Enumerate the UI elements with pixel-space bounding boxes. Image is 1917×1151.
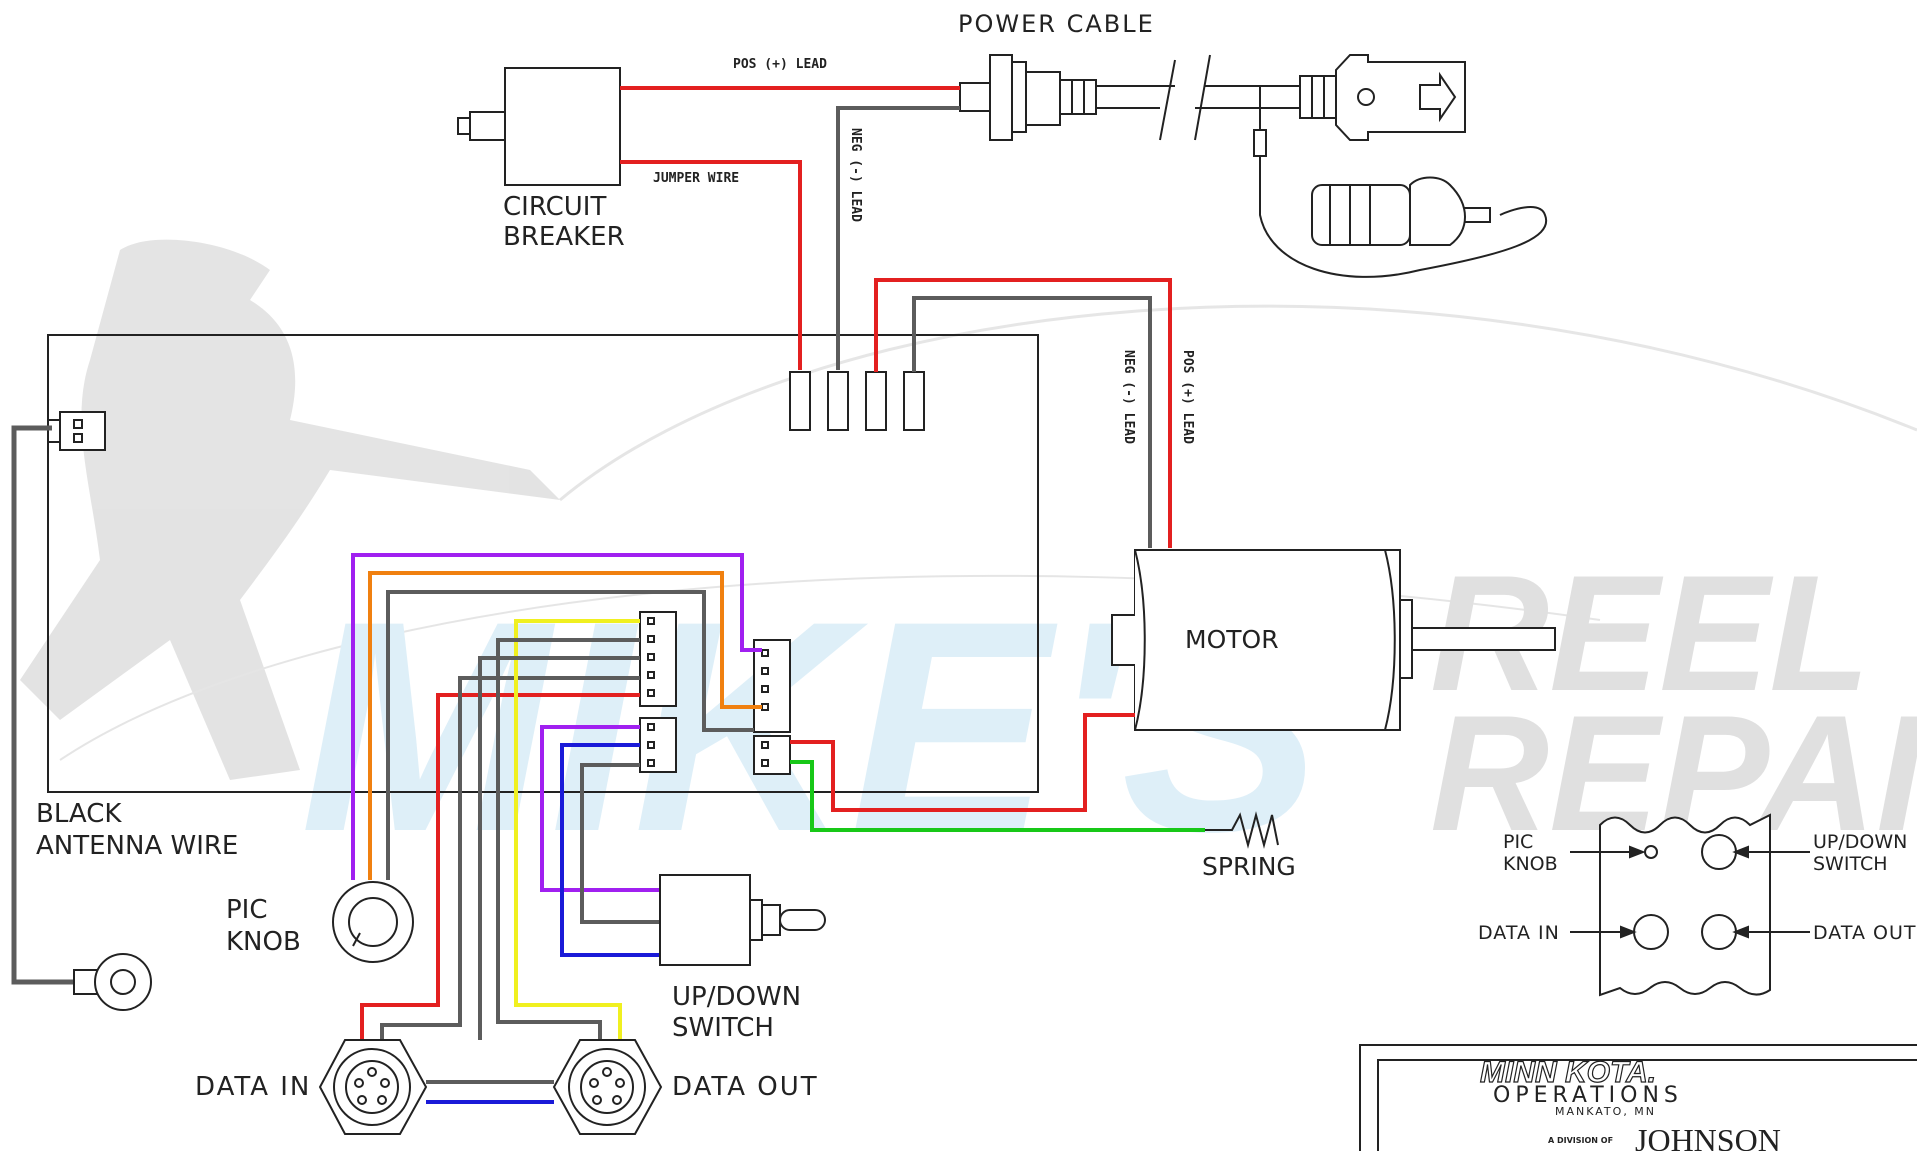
control-panel-plate: [1599, 813, 1771, 997]
data-out-wire-yellow: [514, 619, 640, 1040]
title-block: [1359, 1044, 1917, 1151]
data-out-label: DATA OUT: [672, 1072, 819, 1102]
up-down-switch-label-2: SWITCH: [672, 1013, 774, 1043]
switch-wire-gray: [580, 763, 660, 924]
pic-knob-wire-gray: [386, 590, 754, 880]
panel-pic-knob-hole: [1644, 845, 1658, 859]
panel-pic-knob-label-1: PIC: [1503, 831, 1533, 853]
switch-wire-purple: [540, 725, 660, 892]
motor-pos-label: POS (+) LEAD: [1180, 350, 1195, 444]
neg-lead-label: NEG (-) LEAD: [848, 128, 863, 222]
power-cable-label: POWER CABLE: [958, 10, 1155, 38]
up-down-switch-label-1: UP/DOWN: [672, 982, 801, 1012]
antenna-connector: [47, 411, 106, 451]
up-down-switch: [659, 874, 826, 966]
title-brand: MINN KOTA.: [1480, 1056, 1656, 1089]
spring: [1205, 811, 1279, 849]
motor-neg-wire: [912, 296, 1152, 548]
pic-knob-label-1: PIC: [226, 895, 268, 925]
ring-terminal: [73, 953, 152, 1011]
neg-lead-wire: [836, 106, 960, 370]
panel-data-in-hole: [1633, 914, 1669, 950]
fishing-line-arc: [559, 304, 1917, 502]
data-out-wire-gray-1: [496, 638, 640, 1040]
panel-up-down-hole: [1701, 834, 1737, 870]
data-in-wire-red: [360, 693, 640, 1040]
data-in-label: DATA IN: [195, 1072, 311, 1102]
panel-data-out-hole: [1701, 914, 1737, 950]
angler-silhouette: [20, 239, 560, 780]
connector-j3: [753, 639, 791, 733]
data-in-wire-gray: [380, 676, 640, 1040]
data-out-connector: [552, 1039, 663, 1135]
motor-pos-wire: [874, 278, 1172, 548]
pic-knob: [332, 881, 414, 963]
panel-data-in-label: DATA IN: [1478, 922, 1560, 944]
panel-callout-arrows: [1570, 845, 1810, 939]
data-out-wire-gray-2: [478, 656, 640, 1040]
connector-j2: [639, 717, 677, 773]
motor: [1111, 549, 1556, 731]
data-in-connector: [318, 1039, 428, 1135]
motor-label: MOTOR: [1185, 625, 1279, 654]
spring-label: SPRING: [1202, 852, 1296, 881]
black-antenna-wire: [11, 425, 74, 985]
panel-data-out-label: DATA OUT: [1813, 922, 1916, 944]
circuit-breaker-label-2: BREAKER: [503, 222, 625, 252]
pic-knob-wire-orange: [368, 571, 762, 880]
terminal-block: [789, 371, 925, 431]
watermark: MIKE'S REEL REPAIR: [20, 239, 1917, 894]
panel-up-down-label-1: UP/DOWN: [1813, 831, 1907, 853]
motor-return-wire-red: [790, 713, 1135, 812]
panel-pic-knob-label-2: KNOB: [1503, 853, 1558, 875]
switch-wire-blue: [560, 743, 660, 957]
title-parent: JOHNSON: [1635, 1122, 1781, 1151]
pic-knob-wire-purple: [351, 553, 762, 880]
jumper-wire-label: JUMPER WIRE: [653, 171, 739, 186]
motor-neg-label: NEG (-) LEAD: [1121, 350, 1136, 444]
jumper-wire: [620, 160, 802, 370]
connector-j4: [753, 735, 791, 775]
panel-up-down-label-2: SWITCH: [1813, 853, 1888, 875]
power-cable: [959, 54, 1548, 278]
title-division: A DIVISION OF: [1548, 1136, 1613, 1145]
pos-lead-label: POS (+) LEAD: [733, 57, 827, 72]
connector-j1: [639, 611, 677, 707]
title-operations: OPERATIONS: [1493, 1083, 1683, 1108]
circuit-breaker: [457, 67, 621, 186]
pic-knob-label-2: KNOB: [226, 927, 301, 957]
black-antenna-label-2: ANTENNA WIRE: [36, 831, 238, 861]
black-antenna-label-1: BLACK: [36, 799, 122, 829]
spring-wire-green: [790, 760, 1205, 832]
title-location: MANKATO, MN: [1555, 1105, 1656, 1118]
circuit-breaker-label-1: CIRCUIT: [503, 192, 606, 222]
